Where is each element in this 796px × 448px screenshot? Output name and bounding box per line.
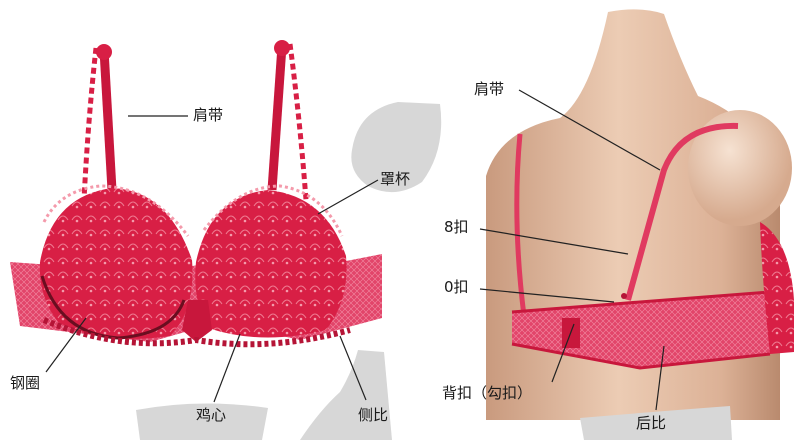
- label-underwire: 钢圈: [10, 374, 40, 392]
- label-center-gore: 鸡心: [196, 406, 226, 424]
- front-bra-illustration: [10, 40, 382, 344]
- label-hook-0: 0扣: [444, 278, 469, 296]
- label-shoulder-strap-right: 肩带: [474, 80, 504, 98]
- label-back-closure: 背扣（勾扣）: [442, 384, 532, 402]
- left-strap: [84, 44, 112, 200]
- label-hook-8: 8扣: [444, 218, 469, 236]
- label-shoulder-strap-left: 肩带: [193, 106, 223, 124]
- side-panel-pattern-piece: [300, 350, 392, 440]
- leader-cup: [318, 180, 378, 214]
- label-cup: 罩杯: [380, 170, 410, 188]
- right-strap: [272, 40, 306, 200]
- label-side-panel: 侧比: [358, 406, 388, 424]
- label-back-band: 后比: [636, 414, 666, 432]
